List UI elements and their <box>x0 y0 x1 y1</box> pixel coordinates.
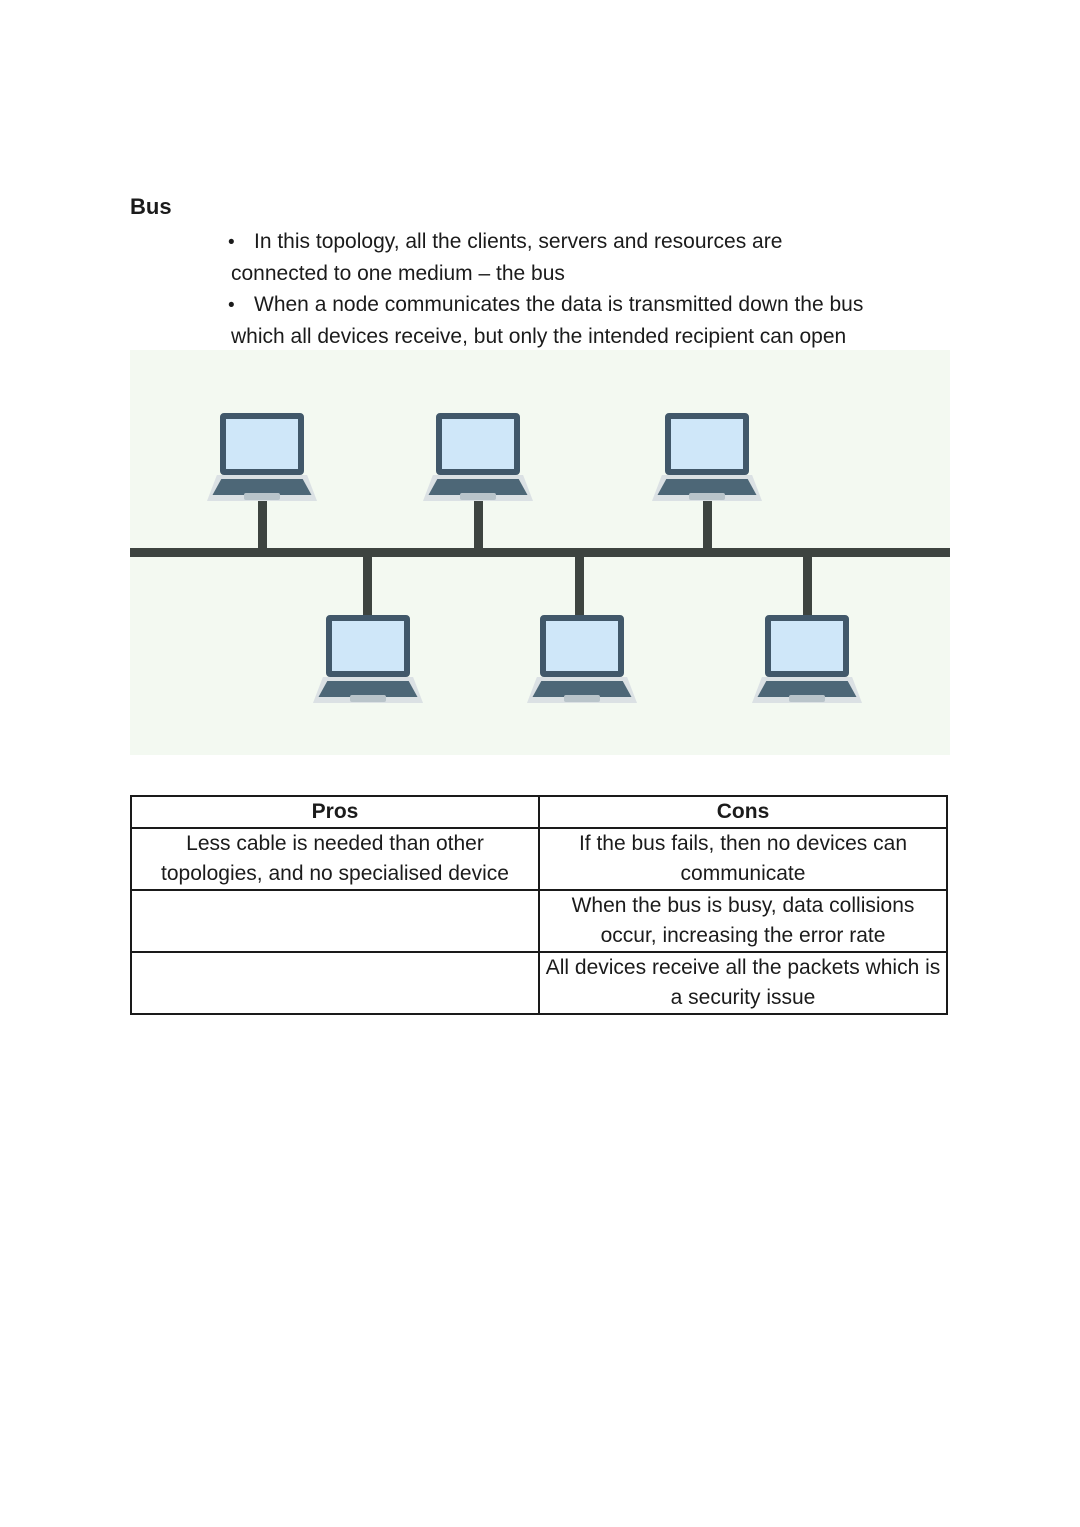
laptop-icon <box>313 615 423 703</box>
laptop-notch <box>460 493 496 500</box>
cons-cell: When the bus is busy, data collisions oc… <box>538 889 948 953</box>
list-item: • When a node communicates the data is tr… <box>228 289 968 352</box>
cons-cell: If the bus fails, then no devices can co… <box>538 827 948 891</box>
table-row: Less cable is needed than other topologi… <box>130 827 948 891</box>
laptop-screen <box>326 615 410 677</box>
bullet-text: which all devices receive, but only the … <box>231 325 847 348</box>
connector-line <box>474 496 483 550</box>
connector-line <box>803 555 812 617</box>
laptop-screen <box>220 413 304 475</box>
bullet-list: • In this topology, all the clients, serv… <box>228 226 968 352</box>
laptop-screen <box>540 615 624 677</box>
cons-cell: All devices receive all the packets whic… <box>538 951 948 1015</box>
laptop-icon <box>527 615 637 703</box>
pros-cell <box>130 951 540 1015</box>
table-row: All devices receive all the packets whic… <box>130 951 948 1015</box>
pros-cons-table: Pros Cons Less cable is needed than othe… <box>130 795 948 1015</box>
cons-header: Cons <box>538 795 948 829</box>
laptop-icon <box>752 615 862 703</box>
bullet-icon: • <box>228 232 235 253</box>
laptop-keyboard <box>318 681 418 697</box>
connector-line <box>258 496 267 550</box>
bullet-icon: • <box>228 295 235 316</box>
laptop-icon <box>207 413 317 501</box>
laptop-notch <box>244 493 280 500</box>
bus-line <box>130 548 950 557</box>
laptop-notch <box>564 695 600 702</box>
bullet-text: In this topology, all the clients, serve… <box>254 230 783 253</box>
list-item: • In this topology, all the clients, serv… <box>228 226 968 289</box>
laptop-keyboard <box>757 681 857 697</box>
bullet-text: When a node communicates the data is tra… <box>254 293 864 316</box>
connector-line <box>363 555 372 617</box>
laptop-keyboard <box>428 479 528 495</box>
laptop-keyboard <box>532 681 632 697</box>
laptop-notch <box>350 695 386 702</box>
bus-topology-diagram <box>130 350 950 755</box>
bullet-text: connected to one medium – the bus <box>231 262 565 285</box>
laptop-screen <box>665 413 749 475</box>
laptop-notch <box>689 493 725 500</box>
laptop-icon <box>652 413 762 501</box>
pros-cell <box>130 889 540 953</box>
page-title: Bus <box>130 194 172 219</box>
laptop-icon <box>423 413 533 501</box>
laptop-screen <box>436 413 520 475</box>
laptop-keyboard <box>657 479 757 495</box>
pros-cell: Less cable is needed than other topologi… <box>130 827 540 891</box>
laptop-screen <box>765 615 849 677</box>
table-header-row: Pros Cons <box>130 795 948 829</box>
connector-line <box>575 555 584 617</box>
connector-line <box>703 496 712 550</box>
laptop-notch <box>789 695 825 702</box>
pros-header: Pros <box>130 795 540 829</box>
bullet-line: • In this topology, all the clients, serv… <box>228 226 968 258</box>
laptop-keyboard <box>212 479 312 495</box>
table-row: When the bus is busy, data collisions oc… <box>130 889 948 953</box>
bullet-line: • When a node communicates the data is tr… <box>228 289 968 321</box>
